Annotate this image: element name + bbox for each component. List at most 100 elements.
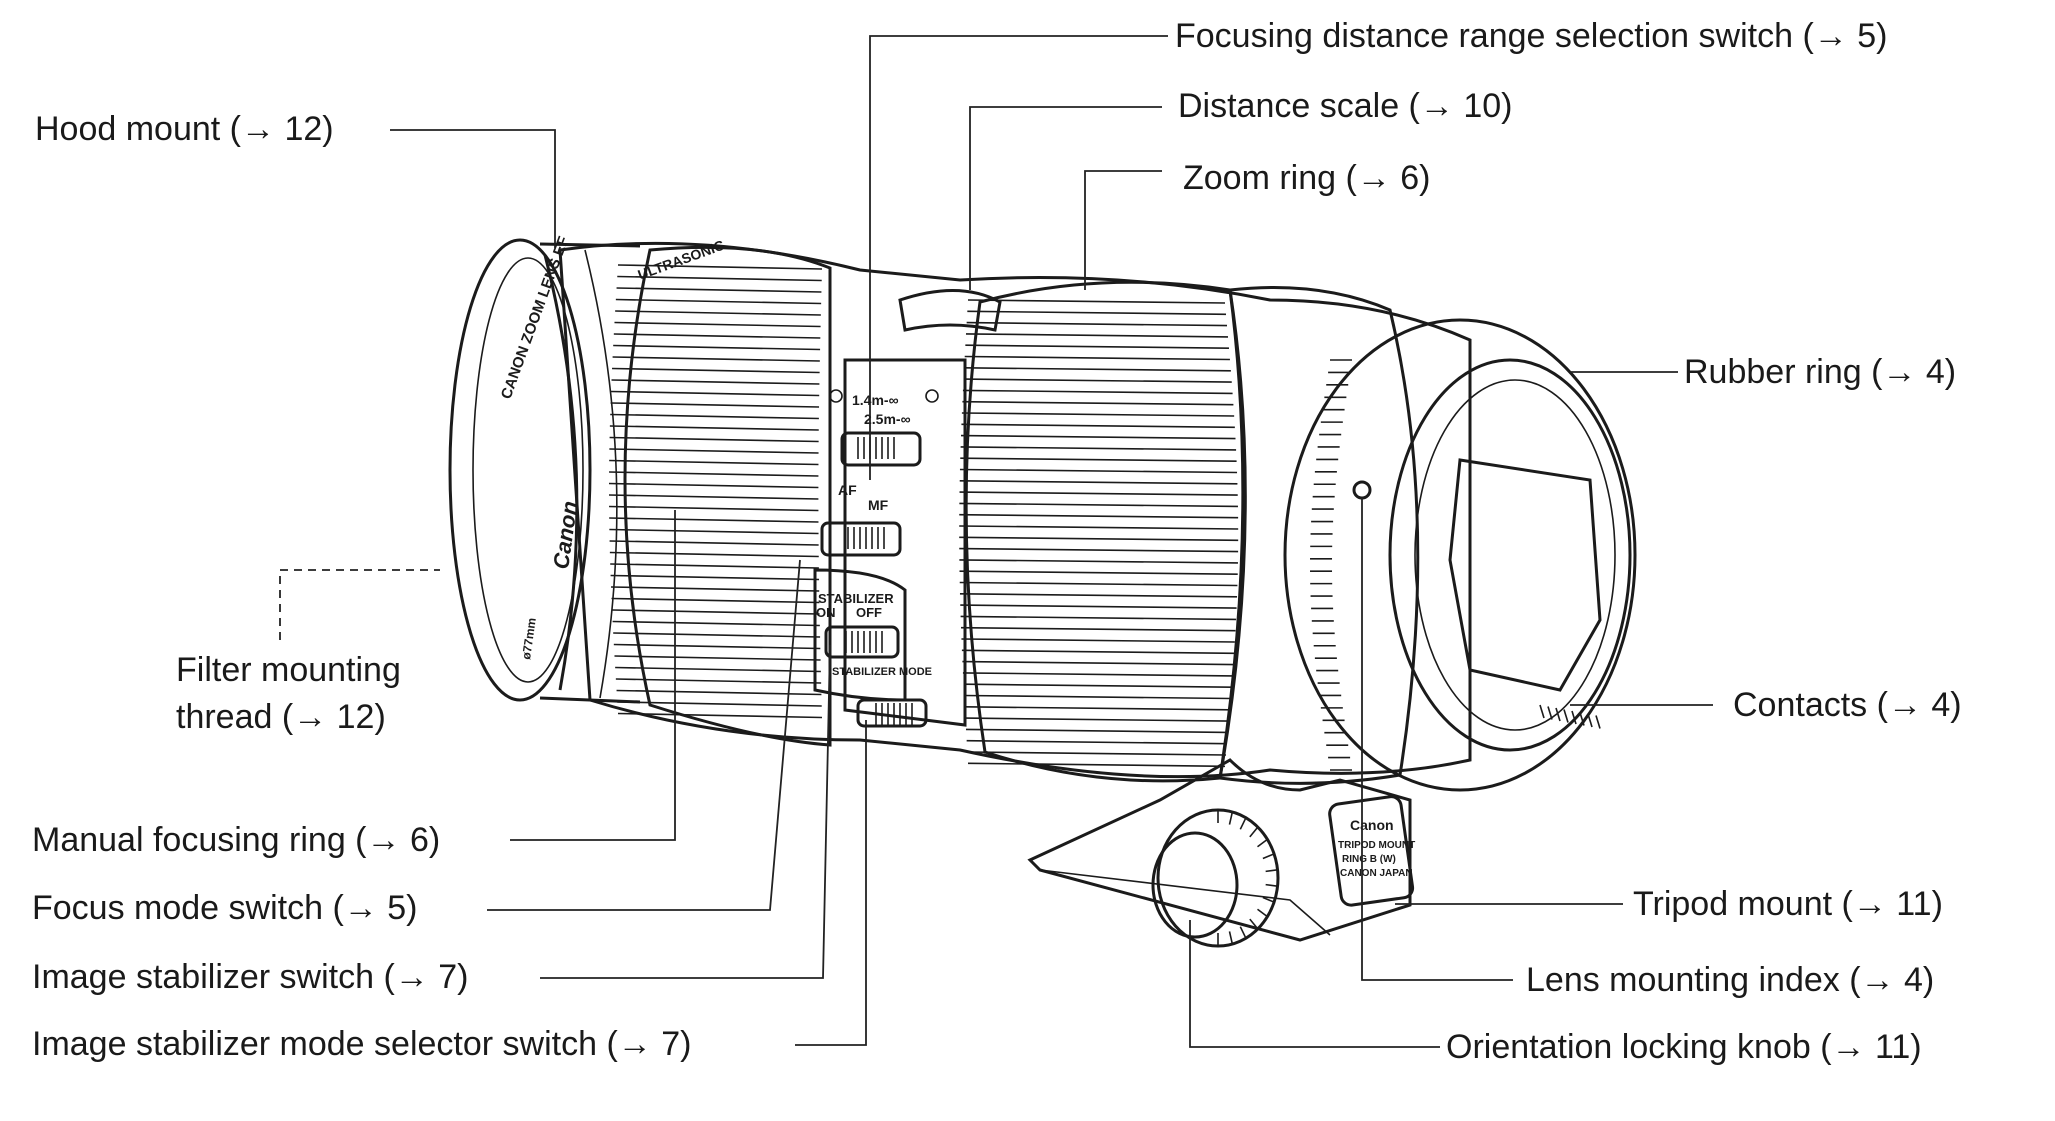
focus-ring-rib [612,367,820,374]
zoom-ring-rib [960,615,1237,621]
knob-rib [1265,883,1278,887]
leader-lens-mounting-index [1361,498,1513,981]
focus-ring-rib [608,482,819,489]
focus-ring-rib [608,494,819,500]
contact-pin [1563,709,1569,723]
range-1-text: 1.4m-∞ [852,392,899,408]
focus-ring-rib [609,471,819,477]
focus-ring-rib [615,678,822,684]
focus-ring-rib [617,712,823,719]
af-text: AF [838,482,857,498]
knob-rib [1239,817,1247,830]
knob-rib [1228,811,1234,825]
label-filter-thread-line1: Filter mounting [176,651,401,689]
contact-pin [1579,712,1585,726]
zoom-ring-rib [964,367,1231,372]
zoom-ring-rib [961,412,1235,417]
zoom-ring-rib [960,434,1236,440]
focus-ring-rib [609,425,819,431]
zoom-ring-rib [959,468,1238,474]
leader-orientation-knob [1189,920,1440,1048]
focus-ring-rib [613,344,821,351]
zoom-ring-rib [962,672,1233,677]
label-manual-focusing-ring: Manual focusing ring (→ 6) [32,821,441,859]
stabilizer-text: STABILIZER [818,591,894,606]
zoom-ring-rib [963,378,1232,383]
focus-ring-rib [610,413,819,420]
zoom-ring-rib [962,660,1234,666]
rear-baffle [1448,458,1602,692]
zoom-ring-rib [961,638,1235,643]
stabilizer-mode-switch[interactable] [856,698,928,728]
zoom-ring-rib [962,400,1234,406]
zoom-ring-rib [959,581,1238,587]
focus-ring-rib [612,620,820,627]
focus-ring-rib [611,586,820,592]
knob-rib [1265,869,1278,873]
focus-ring-rib [609,448,819,454]
focus-ring-rib [615,666,821,673]
tripod-mount: Canon TRIPOD MOUNT RING B (W) CANON JAPA… [1027,758,1415,942]
range-2-text: 2.5m-∞ [864,411,911,427]
contact-pin [1555,707,1561,722]
filter-size-text: ø77mm [519,617,539,661]
zoom-ring-rib [966,321,1228,327]
focus-ring-rib [612,356,820,362]
zoom-ring-rib [959,502,1238,508]
focus-ring-rib [617,264,823,270]
label-hood-mount: Hood mount (→ 12) [35,110,334,148]
label-contacts: Contacts (→ 4) [1733,686,1962,724]
focus-ring-rib [609,436,819,443]
contact-pin [1539,704,1545,719]
focus-ring-rib [609,540,819,546]
focus-ring-rib [613,632,821,638]
leader-focus-mode-switch [487,559,801,911]
zoom-ring-rib [967,751,1227,756]
zoom-ring-rib [960,604,1237,609]
leader-stabilizer-mode-switch [795,720,867,1046]
knob-rib [1262,853,1275,860]
switch-panel: 1.4m-∞ 2.5m-∞ AF MF STABILIZER ON OFF ST… [813,358,967,728]
zoom-ring-rib [960,626,1236,632]
focus-ring-rib [613,643,821,650]
image-stabilizer-switch[interactable] [824,625,900,659]
leader-distance-scale [969,106,1162,290]
zoom-ring-rib [965,333,1229,338]
zoom-ring-rib [965,728,1229,734]
focus-ring-rib [617,701,822,707]
leader-hood-mount [390,129,556,248]
knob-rib [1249,826,1259,838]
focus-ring-rib [609,528,819,535]
focus-ring-rib [611,390,820,397]
zoom-ring-rib [967,762,1226,768]
zoom-ring-rib [959,559,1238,564]
focus-ring-rib [609,517,819,523]
focusing-range-switch[interactable] [840,431,922,467]
focus-mode-switch[interactable] [820,521,902,557]
zoom-ring-rib [959,570,1238,575]
tripod-line1-text: TRIPOD MOUNT [1338,840,1415,851]
label-distance-scale: Distance scale (→ 10) [1178,87,1513,125]
label-focusing-range-switch: Focusing distance range selection switch… [1175,17,1888,55]
manual-focusing-ring [608,245,832,747]
zoom-ring-rib [967,310,1227,316]
zoom-ring-rib [959,593,1238,598]
knob-rib [1262,896,1275,903]
zoom-ring-rib [959,480,1238,485]
focus-ring-rib [611,597,820,604]
orientation-locking-knob[interactable] [1151,808,1280,948]
focus-ring-rib [616,287,822,293]
zoom-ring-rib [965,344,1229,349]
zoom-ring [959,280,1245,783]
focus-ring-rib [612,609,820,615]
zoom-ring-rib [959,513,1239,519]
label-orientation-knob: Orientation locking knob (→ 11) [1446,1028,1922,1066]
zoom-ring-rib [960,457,1237,462]
label-rubber-ring: Rubber ring (→ 4) [1684,353,1957,391]
zoom-ring-rib [964,355,1230,361]
focus-ring-rib [616,689,822,696]
zoom-ring-rib [964,694,1231,700]
leader-manual-focusing-ring [510,510,676,841]
